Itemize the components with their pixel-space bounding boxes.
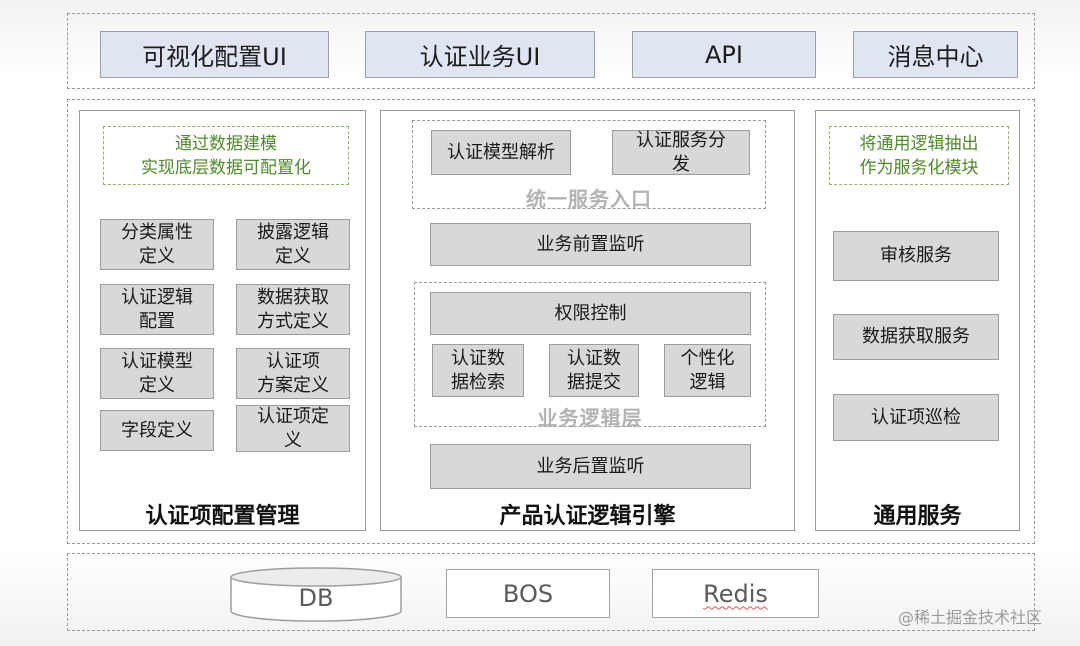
- middle-layer: [67, 99, 1035, 544]
- auth-model-parse-box: 认证模型解析: [431, 130, 571, 175]
- database-cylinder-icon: [230, 567, 402, 622]
- custom-logic-box: 个性化逻辑: [664, 344, 751, 397]
- data-fetch-service-box: 数据获取服务: [833, 314, 999, 360]
- storage-layer: [67, 553, 1035, 631]
- unified-entry-label: 统一服务入口: [526, 186, 652, 211]
- bos-label: BOS: [502, 579, 554, 608]
- left-note-line-2: 实现底层数据可配置化: [141, 157, 311, 178]
- config-management-title: 认证项配置管理: [145, 504, 300, 529]
- box-line: 分类属性: [121, 221, 193, 243]
- api-label: API: [705, 40, 743, 69]
- visual-config-ui-box: 可视化配置UI: [100, 31, 329, 78]
- pre-monitor-box: 业务前置监听: [430, 223, 751, 266]
- box-line: 逻辑: [689, 371, 726, 393]
- api-box: API: [632, 31, 816, 78]
- data-fetch-method-def-box: 数据获取方式定义: [236, 284, 350, 335]
- message-center-label: 消息中心: [887, 43, 984, 71]
- auth-item-inspection-label: 认证项巡检: [871, 406, 961, 428]
- auth-item-inspection-box: 认证项巡检: [833, 394, 999, 441]
- logic-engine-title: 产品认证逻辑引擎: [499, 504, 676, 529]
- box-line: 字段定义: [121, 419, 193, 441]
- auth-service-dispatch-box: 认证服务分发: [612, 130, 750, 175]
- top-layer: [67, 13, 1035, 89]
- right-note: 将通用逻辑抽出作为服务化模块: [829, 126, 1009, 185]
- box-line: 认证模型解析: [447, 141, 555, 163]
- box-line: 定义: [139, 245, 175, 267]
- box-line: 个性化: [680, 347, 735, 369]
- logic-layer-label: 业务逻辑层: [537, 405, 643, 430]
- post-monitor-label: 业务后置监听: [536, 455, 645, 477]
- unified-entry-group: [412, 120, 766, 209]
- box-line: 据提交: [567, 371, 621, 393]
- box-line: 数据获取: [257, 286, 329, 308]
- box-line: 认证服务分: [636, 129, 726, 151]
- auth-model-def-box: 认证模型定义: [100, 348, 214, 399]
- auth-logic-config-box: 认证逻辑配置: [100, 284, 214, 335]
- box-line: 认证项: [266, 350, 320, 372]
- redis-label: Redis: [703, 579, 768, 608]
- auth-item-scheme-def-box: 认证项方案定义: [236, 348, 350, 399]
- box-line: 披露逻辑: [257, 221, 329, 243]
- box-line: 方式定义: [257, 310, 329, 332]
- field-def-box: 字段定义: [100, 410, 214, 451]
- box-line: 认证模型: [121, 350, 193, 372]
- redis-box: Redis: [652, 569, 819, 618]
- box-line: 配置: [139, 310, 175, 332]
- right-note-line-1: 将通用逻辑抽出: [859, 133, 979, 154]
- review-service-label: 审核服务: [880, 245, 952, 266]
- left-note: 通过数据建模实现底层数据可配置化: [103, 126, 349, 185]
- common-services-title: 通用服务: [873, 504, 962, 529]
- box-line: 义: [284, 429, 302, 451]
- visual-config-ui-label: 可视化配置UI: [142, 43, 287, 71]
- box-line: 认证数: [451, 347, 505, 369]
- category-attr-def-box: 分类属性定义: [100, 219, 214, 270]
- box-line: 据检索: [451, 371, 505, 393]
- box-line: 认证数: [567, 347, 621, 369]
- box-line: 定义: [139, 374, 175, 396]
- box-line: 发: [672, 153, 690, 175]
- auth-business-ui-box: 认证业务UI: [365, 31, 595, 78]
- box-line: 方案定义: [257, 374, 329, 396]
- box-line: 认证逻辑: [121, 286, 193, 308]
- data-submit-box: 认证数据提交: [549, 344, 639, 397]
- logic-layer-group: [414, 282, 766, 427]
- disclosure-logic-def-box: 披露逻辑定义: [236, 219, 350, 270]
- auth-item-def-box: 认证项定义: [236, 405, 350, 452]
- db-label: DB: [298, 584, 334, 612]
- box-line: 认证项定: [257, 405, 329, 427]
- watermark-text: @稀土掘金技术社区: [898, 608, 1043, 627]
- permission-control-label: 权限控制: [554, 302, 627, 324]
- auth-business-ui-label: 认证业务UI: [419, 43, 541, 71]
- message-center-box: 消息中心: [853, 31, 1018, 78]
- box-line: 定义: [275, 245, 311, 267]
- pre-monitor-label: 业务前置监听: [536, 233, 645, 255]
- permission-control-box: 权限控制: [430, 292, 751, 335]
- bos-box: BOS: [446, 569, 610, 618]
- data-fetch-service-label: 数据获取服务: [862, 326, 970, 347]
- review-service-box: 审核服务: [833, 231, 999, 281]
- data-retrieval-box: 认证数据检索: [432, 344, 524, 397]
- left-note-line-1: 通过数据建模: [175, 133, 277, 154]
- post-monitor-box: 业务后置监听: [430, 444, 751, 489]
- right-note-line-2: 作为服务化模块: [859, 157, 979, 178]
